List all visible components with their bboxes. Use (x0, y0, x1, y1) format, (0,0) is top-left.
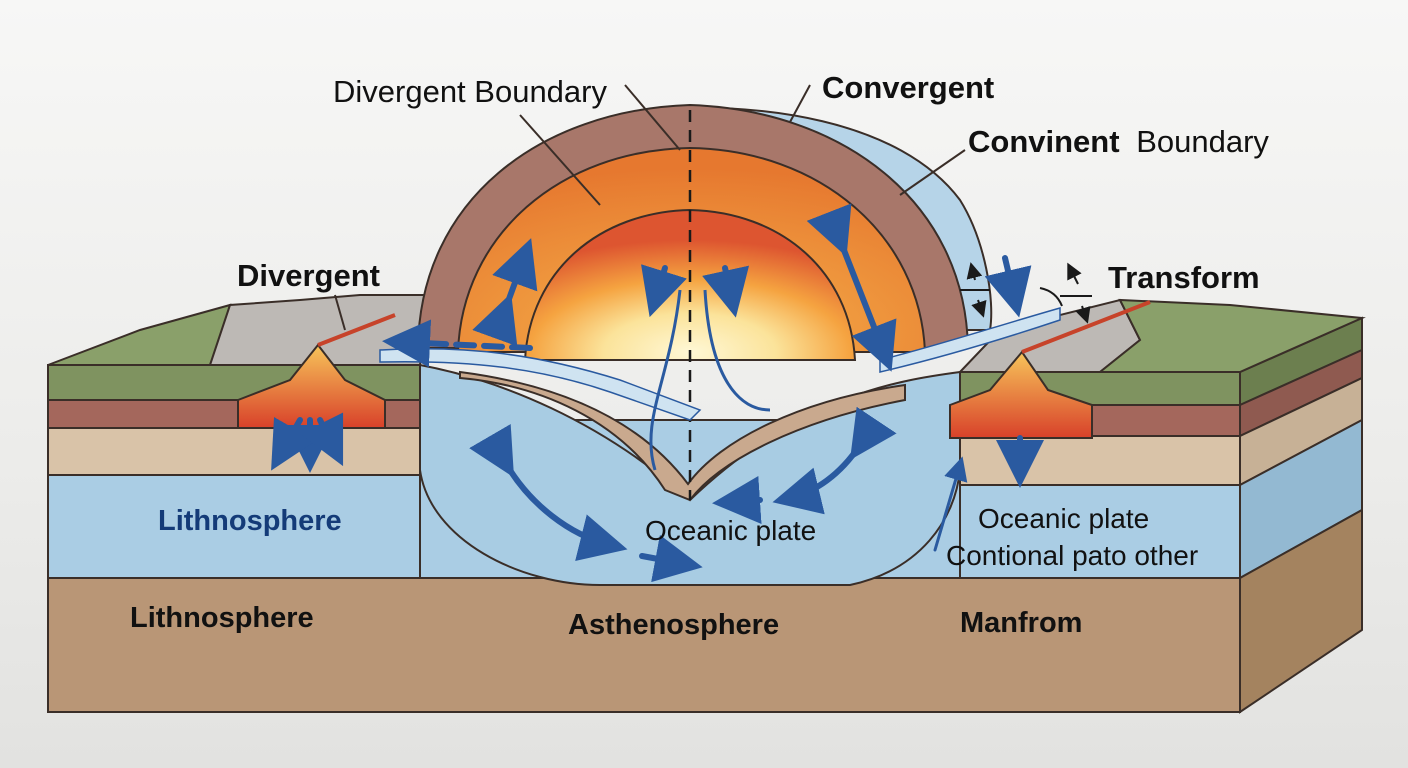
arrow-convergent-down (984, 255, 1032, 318)
leader-convinent-boundary (899, 149, 966, 196)
label-manfrom: Manfrom (960, 607, 1082, 639)
label-divergent: Divergent (237, 258, 380, 293)
brown-base-front (47, 577, 1241, 713)
ridge-crack-right (1021, 300, 1151, 354)
label-convinent-bold: Convinent (968, 124, 1120, 159)
flow-line-center-right (703, 289, 771, 412)
label-oceanic-plate-right: Oceanic plate (978, 503, 1149, 534)
arrow-stream-left (382, 319, 533, 368)
transform-arrow-down-left (971, 299, 987, 318)
green-top-right (1097, 298, 1366, 373)
leader-convergent (789, 84, 811, 123)
green-top-left (47, 303, 232, 366)
transform-arc (1039, 287, 1063, 307)
arrow-dome-center-right-down (702, 265, 750, 318)
arrow-mantle-bottom (639, 534, 703, 583)
label-lithnosphere-upper: Lithnosphere (158, 505, 342, 537)
arrow-magma-left-se (300, 412, 344, 467)
brown-base-side (1239, 508, 1363, 714)
arrow-dome-left-up (472, 238, 538, 347)
arrow-magma-left-sw (271, 417, 316, 471)
leader-divergent (334, 294, 346, 331)
transform-arrow-down-right (1075, 305, 1091, 324)
transform-arrow-up-left (966, 262, 983, 281)
block-side-face (1239, 316, 1363, 714)
magma-left (237, 343, 386, 429)
leader-lines (334, 84, 966, 331)
arrow-dome-right (806, 203, 897, 372)
leader-divergent-boundary (519, 114, 601, 206)
flow-line-center-left (649, 289, 682, 471)
transform-arrow-up-right (1067, 262, 1082, 285)
arrow-right-plate-up (933, 456, 968, 552)
leader-divergent-boundary-2 (624, 84, 681, 151)
arrow-mantle-right (772, 406, 897, 515)
beige-layer-front (47, 427, 421, 476)
label-contional-pato-other: Contional pato other (946, 540, 1198, 571)
arrow-dome-center-left-down (641, 264, 687, 318)
blue-stream-right (879, 307, 1061, 373)
magma-right (949, 350, 1093, 439)
label-boundary: Boundary (1136, 124, 1269, 159)
label-divergent-boundary: Divergent Boundary (333, 74, 607, 109)
label-asthenosphere: Asthenosphere (568, 609, 779, 641)
flow-arrows (271, 203, 1044, 583)
transform-symbol (960, 262, 1092, 324)
label-convergent: Convergent (822, 70, 994, 105)
label-lithnosphere-lower: Lithnosphere (130, 602, 314, 634)
label-oceanic-plate-center: Oceanic plate (645, 515, 816, 546)
magma-chamber-right (949, 300, 1151, 439)
diagram-labels: Divergent Boundary Convergent Convinent … (130, 70, 1269, 641)
arrow-mantle-center-left (712, 476, 763, 524)
arrow-mantle-lower-left (469, 423, 628, 561)
label-transform: Transform (1108, 260, 1260, 295)
beige-layer-front-right (959, 435, 1241, 486)
label-convinent-boundary: Convinent Boundary (968, 124, 1269, 159)
block-top-surface (47, 294, 1366, 373)
